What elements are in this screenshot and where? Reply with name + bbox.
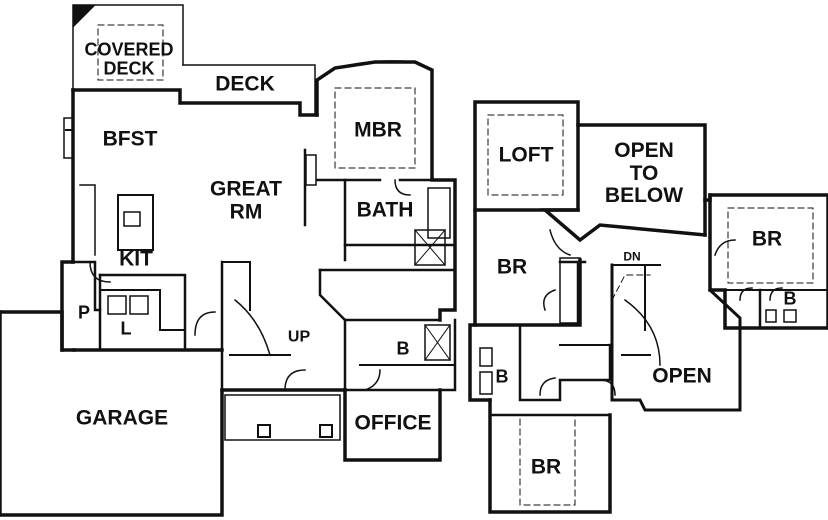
room-label-b-right: B bbox=[783, 288, 797, 309]
room-label-p: P bbox=[77, 302, 91, 323]
room-label-kit: KIT bbox=[119, 247, 153, 271]
room-label-b-upper-left: B bbox=[495, 366, 509, 387]
room-label-dn: DN bbox=[623, 249, 641, 264]
room-label-br-bottom: BR bbox=[530, 455, 562, 479]
room-label-up: UP bbox=[287, 328, 311, 346]
room-label-l: L bbox=[120, 318, 132, 339]
room-label-open-to-below: OPEN TO BELOW bbox=[604, 138, 684, 208]
room-label-great-rm: GREAT RM bbox=[210, 177, 282, 223]
room-label-loft: LOFT bbox=[498, 143, 554, 167]
room-label-open: OPEN bbox=[652, 364, 712, 388]
room-label-covered-deck: COVERED DECK bbox=[84, 39, 174, 79]
room-label-deck: DECK bbox=[215, 72, 275, 96]
main-level-walls bbox=[0, 4, 457, 517]
room-label-garage: GARAGE bbox=[75, 406, 169, 430]
upper-level-walls bbox=[468, 100, 828, 514]
room-label-br-right: BR bbox=[751, 227, 783, 251]
room-label-office: OFFICE bbox=[354, 411, 432, 435]
room-label-br-mid: BR bbox=[496, 255, 528, 279]
room-label-bath: BATH bbox=[356, 198, 414, 222]
room-label-bfst: BFST bbox=[102, 127, 158, 151]
room-label-b-main: B bbox=[396, 338, 410, 359]
room-label-mbr: MBR bbox=[354, 118, 402, 142]
